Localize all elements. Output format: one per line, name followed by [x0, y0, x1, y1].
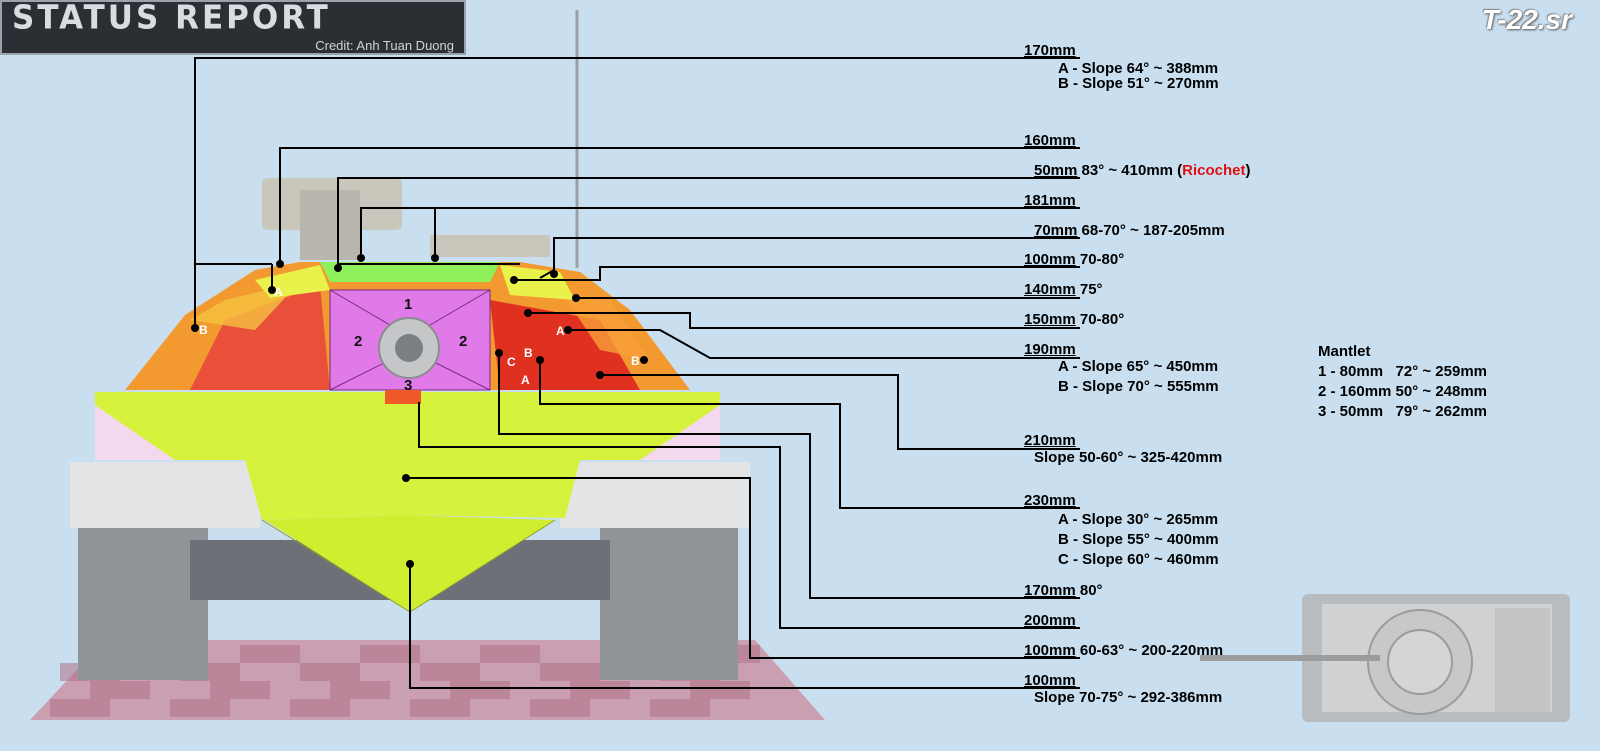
turret-top-strip: [320, 262, 500, 282]
mantlet-marker-2: 2: [459, 333, 467, 350]
hull-corner-left: [95, 405, 175, 460]
mantlet-marker-3: 3: [404, 377, 412, 394]
tank-name: T-22.sr: [1481, 4, 1572, 35]
callout-10: 210mm: [1024, 432, 1076, 449]
callout-1: 170mm: [1024, 42, 1076, 59]
callout-2: 160mm: [1024, 132, 1076, 149]
mantlet-zone-3: [385, 390, 421, 404]
callout-9-sub-a: A - Slope 65° ~ 450mm: [1058, 358, 1219, 375]
mantlet-legend: Mantlet 1 - 80mm 72° ~ 259mm 2 - 160mm 5…: [1318, 342, 1487, 422]
mantlet-legend-row: 3 - 50mm 79° ~ 262mm: [1318, 403, 1488, 420]
callout-6: 100mm 70-80°: [1024, 251, 1125, 268]
callout-11-sub-b: B - Slope 55° ~ 400mm: [1058, 531, 1219, 548]
zone-marker-c: C: [507, 355, 516, 369]
top-view-thumbnail: [1200, 594, 1570, 722]
status-report-banner: STATUS REPORT Credit: Anh Tuan Duong: [0, 0, 466, 55]
callout-3: 50mm 83° ~ 410mm (Ricochet): [1034, 162, 1251, 179]
zone-marker-a: A: [556, 324, 565, 338]
callout-7: 140mm 75°: [1024, 281, 1103, 298]
callout-1-sub-a: A - Slope 64° ~ 388mm: [1058, 60, 1219, 77]
callout-11-sub-a: A - Slope 30° ~ 265mm: [1058, 511, 1219, 528]
callout-15-sub: Slope 70-75° ~ 292-386mm: [1034, 689, 1223, 706]
zone-marker-b: B: [631, 354, 640, 368]
zone-marker-a: A: [521, 373, 530, 387]
callout-1-sub-b: B - Slope 51° ~ 270mm: [1058, 75, 1219, 92]
callout-5: 70mm 68-70° ~ 187-205mm: [1034, 222, 1225, 239]
rear-equipment: [430, 235, 550, 257]
left-fender: [70, 462, 260, 528]
callout-15: 100mm: [1024, 672, 1076, 689]
callout-10-sub: Slope 50-60° ~ 325-420mm: [1034, 449, 1223, 466]
turret-left-cheek: [190, 285, 330, 390]
callout-12: 170mm 80°: [1024, 582, 1103, 599]
mantlet-legend-row: 1 - 80mm 72° ~ 259mm: [1318, 363, 1488, 380]
ricochet-label: Ricochet: [1182, 162, 1246, 179]
callout-9-sub-b: B - Slope 70° ~ 555mm: [1058, 378, 1219, 395]
mantlet-marker-1: 1: [404, 296, 412, 313]
left-track: [78, 505, 208, 680]
banner-credit: Credit: Anh Tuan Duong: [315, 38, 454, 53]
callout-8: 150mm 70-80°: [1024, 311, 1125, 328]
zone-marker-a: A: [274, 285, 283, 299]
zone-marker-b: B: [524, 346, 533, 360]
leader-lines: [194, 57, 1080, 689]
callout-11: 230mm: [1024, 492, 1076, 509]
callout-14: 100mm 60-63° ~ 200-220mm: [1024, 642, 1224, 659]
lower-glacis-upper: [245, 460, 580, 520]
right-track: [600, 505, 738, 680]
right-fender: [560, 462, 750, 528]
callout-11-sub-c: C - Slope 60° ~ 460mm: [1058, 551, 1219, 568]
zone-marker-b: B: [199, 323, 208, 337]
upper-hull-plate: [95, 392, 720, 460]
turret-right-cheek: [490, 300, 640, 390]
callout-4: 181mm: [1024, 192, 1076, 209]
banner-title: STATUS REPORT: [12, 0, 331, 37]
mantlet-legend-row: 2 - 160mm 50° ~ 248mm: [1318, 383, 1488, 400]
mantlet-legend-title: Mantlet: [1318, 343, 1371, 360]
mantlet-marker-2: 2: [354, 333, 362, 350]
callout-13: 200mm: [1024, 612, 1076, 629]
callout-9: 190mm: [1024, 341, 1076, 358]
